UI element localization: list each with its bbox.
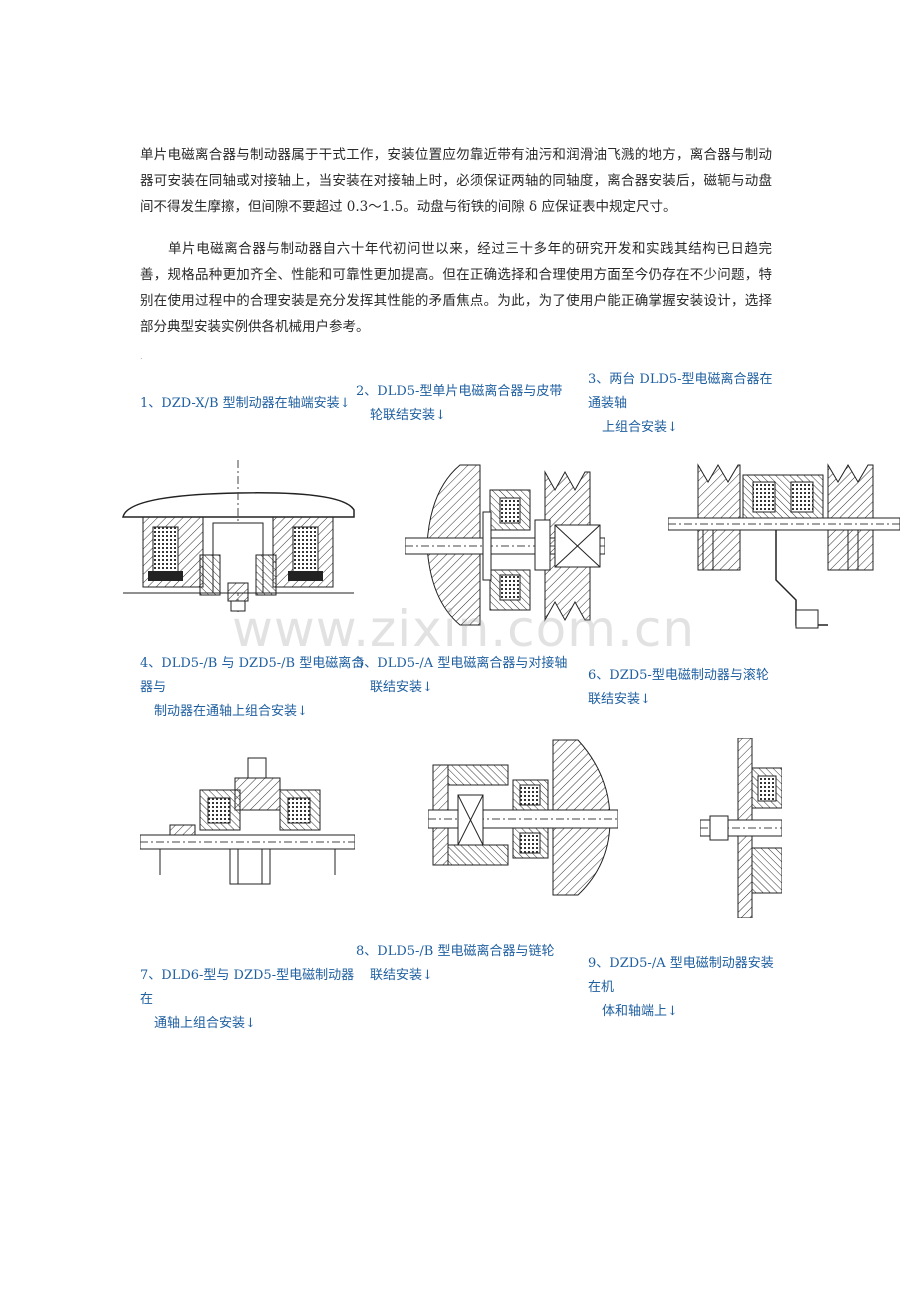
caption-7-line-3: 通轴上组合安装↓: [154, 1016, 256, 1031]
caption-5-line-1: 5、DLD5-/A 型电磁离合器与对接轴: [356, 656, 568, 671]
figure-3-two-clutches-through-shaft: [668, 460, 900, 635]
caption-9-line-2: 在机: [588, 980, 615, 995]
intro-paragraph-2: 单片电磁离合器与制动器自六十年代初问世以来，经过三十多年的研究开发和实践其结构已…: [140, 240, 772, 335]
caption-9-line-3: 体和轴端上↓: [602, 1004, 678, 1019]
figure-6-brake-roller: [700, 738, 782, 918]
caption-2: 2、DLD5-型单片电磁离合器与皮带 轮联结安装↓: [356, 380, 562, 428]
small-mark: .: [140, 352, 143, 361]
caption-3-line-1: 3、两台 DLD5-型电磁离合器在: [588, 372, 773, 387]
caption-8-line-1: 8、DLD5-/B 型电磁离合器与链轮: [356, 944, 555, 959]
figure-2-clutch-belt-pulley: [405, 460, 605, 630]
caption-4-line-2: 器与: [140, 680, 167, 695]
watermark: www.zixin.com.cn: [232, 600, 696, 658]
caption-4-line-3: 制动器在通轴上组合安装↓: [154, 704, 308, 719]
caption-6-line-2: 联结安装↓: [588, 692, 651, 707]
figure-5-clutch-coupled-shafts: [428, 735, 618, 900]
intro-paragraph-1: 单片电磁离合器与制动器属于干式工作，安装位置应勿靠近带有油污和润滑油飞溅的地方，…: [140, 146, 772, 215]
figure-1-brake-shaft-end: [118, 455, 358, 615]
caption-6: 6、DZD5-型电磁制动器与滚轮 联结安装↓: [588, 664, 769, 712]
figure-4-clutch-brake-through-shaft: [140, 750, 355, 890]
caption-9: 9、DZD5-/A 型电磁制动器安装 在机 体和轴端上↓: [588, 952, 774, 1024]
caption-7-line-2: 在: [140, 992, 154, 1007]
caption-9-line-1: 9、DZD5-/A 型电磁制动器安装: [588, 956, 774, 971]
caption-4-line-1: 4、DLD5-/B 与 DZD5-/B 型电磁离合: [140, 656, 365, 671]
caption-3-line-2: 通装轴: [588, 396, 628, 411]
caption-8-line-2: 联结安装↓: [370, 968, 433, 983]
caption-3-line-3: 上组合安装↓: [602, 420, 678, 435]
caption-3: 3、两台 DLD5-型电磁离合器在 通装轴 上组合安装↓: [588, 368, 773, 440]
caption-6-line-1: 6、DZD5-型电磁制动器与滚轮: [588, 668, 769, 683]
caption-1: 1、DZD-X/B 型制动器在轴端安装↓: [140, 392, 351, 416]
caption-2-line-1: 2、DLD5-型单片电磁离合器与皮带: [356, 384, 563, 399]
caption-4: 4、DLD5-/B 与 DZD5-/B 型电磁离合 器与 制动器在通轴上组合安装…: [140, 652, 364, 724]
caption-7: 7、DLD6-型与 DZD5-型电磁制动器 在 通轴上组合安装↓: [140, 964, 354, 1036]
caption-7-line-1: 7、DLD6-型与 DZD5-型电磁制动器: [140, 968, 355, 983]
caption-1-line-1: 1、DZD-X/B 型制动器在轴端安装↓: [140, 396, 351, 411]
caption-8: 8、DLD5-/B 型电磁离合器与链轮 联结安装↓: [356, 940, 554, 988]
caption-2-line-2: 轮联结安装↓: [370, 408, 446, 423]
caption-5: 5、DLD5-/A 型电磁离合器与对接轴 联结安装↓: [356, 652, 567, 700]
caption-5-line-2: 联结安装↓: [370, 680, 433, 695]
